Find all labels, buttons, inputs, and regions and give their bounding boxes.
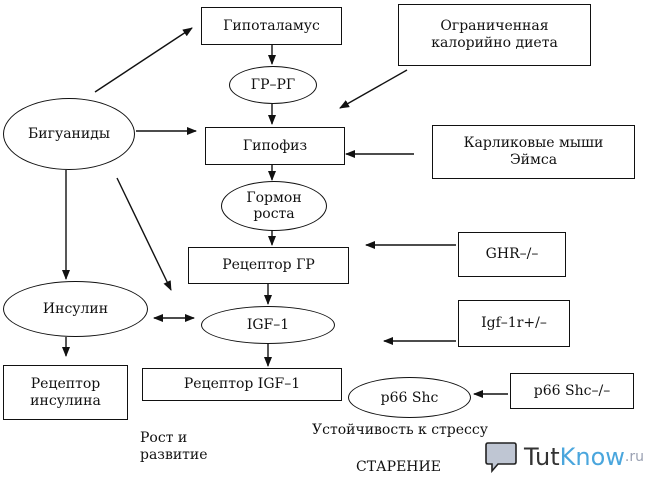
arrow-diet-pituitary [339,69,408,109]
calorie-diet-label: Ограниченная калорийно диета [431,18,558,51]
igf1-label: IGF–1 [246,317,290,333]
dwarf-mice-label: Карликовые мыши Эймса [463,135,604,168]
watermark-brand: TutKnow [524,443,625,471]
insulin-ellipse: Инсулин [3,281,148,337]
p66shc-knockout-box: р66 Shc–/– [510,373,634,409]
hypothalamus-box: Гипоталамус [201,7,342,45]
biguanides-label: Бигуаниды [28,126,110,142]
hypothalamus-label: Гипоталамус [223,17,320,34]
insulin-receptor-box: Рецептор инсулина [3,365,128,420]
igf1r-het-box: Igf–1r+/– [458,300,570,347]
stress-resistance-label: Устойчивость к стрессу [312,422,488,438]
biguanides-ellipse: Бигуаниды [3,98,135,170]
calorie-diet-box: Ограниченная калорийно диета [398,4,591,66]
igf1-receptor-box: Рецептор IGF–1 [142,368,342,401]
watermark-know: Know [559,443,625,471]
growth-hormone-label: Гормон роста [246,190,302,222]
growth-hormone-ellipse: Гормон роста [221,181,327,231]
watermark-tut: Tut [524,443,560,471]
aging-label: СТАРЕНИЕ [356,459,441,475]
speech-bubble-icon [485,442,517,474]
p66shc-knockout-label: р66 Shc–/– [533,382,611,399]
dwarf-mice-box: Карликовые мыши Эймса [432,125,635,179]
ghr-knockout-box: GHR–/– [458,232,566,277]
p66shc-label: р66 Shc [380,389,439,406]
ghr-knockout-label: GHR–/– [485,246,539,262]
arrow-biguanides-igf1 [116,177,172,291]
igf1-receptor-label: Рецептор IGF–1 [183,376,301,392]
tutknow-watermark: TutKnow .ru [484,440,644,474]
watermark-domain: .ru [624,449,644,465]
igf1-ellipse: IGF–1 [201,306,335,344]
gh-receptor-label: Рецептор ГР [222,257,315,273]
insulin-receptor-label: Рецептор инсулина [30,375,101,409]
igf1r-het-label: Igf–1r+/– [481,315,547,331]
growth-development-label: Рост и развитие [140,430,208,463]
gh-rh-ellipse: ГР–РГ [229,66,317,104]
insulin-label: Инсулин [42,301,109,317]
arrow-biguanides-hypothalamus [94,27,193,93]
pituitary-label: Гипофиз [242,137,308,154]
gh-rh-label: ГР–РГ [250,77,296,93]
pituitary-box: Гипофиз [205,127,345,165]
gh-receptor-box: Рецептор ГР [188,247,349,284]
p66shc-ellipse: р66 Shc [348,377,471,418]
